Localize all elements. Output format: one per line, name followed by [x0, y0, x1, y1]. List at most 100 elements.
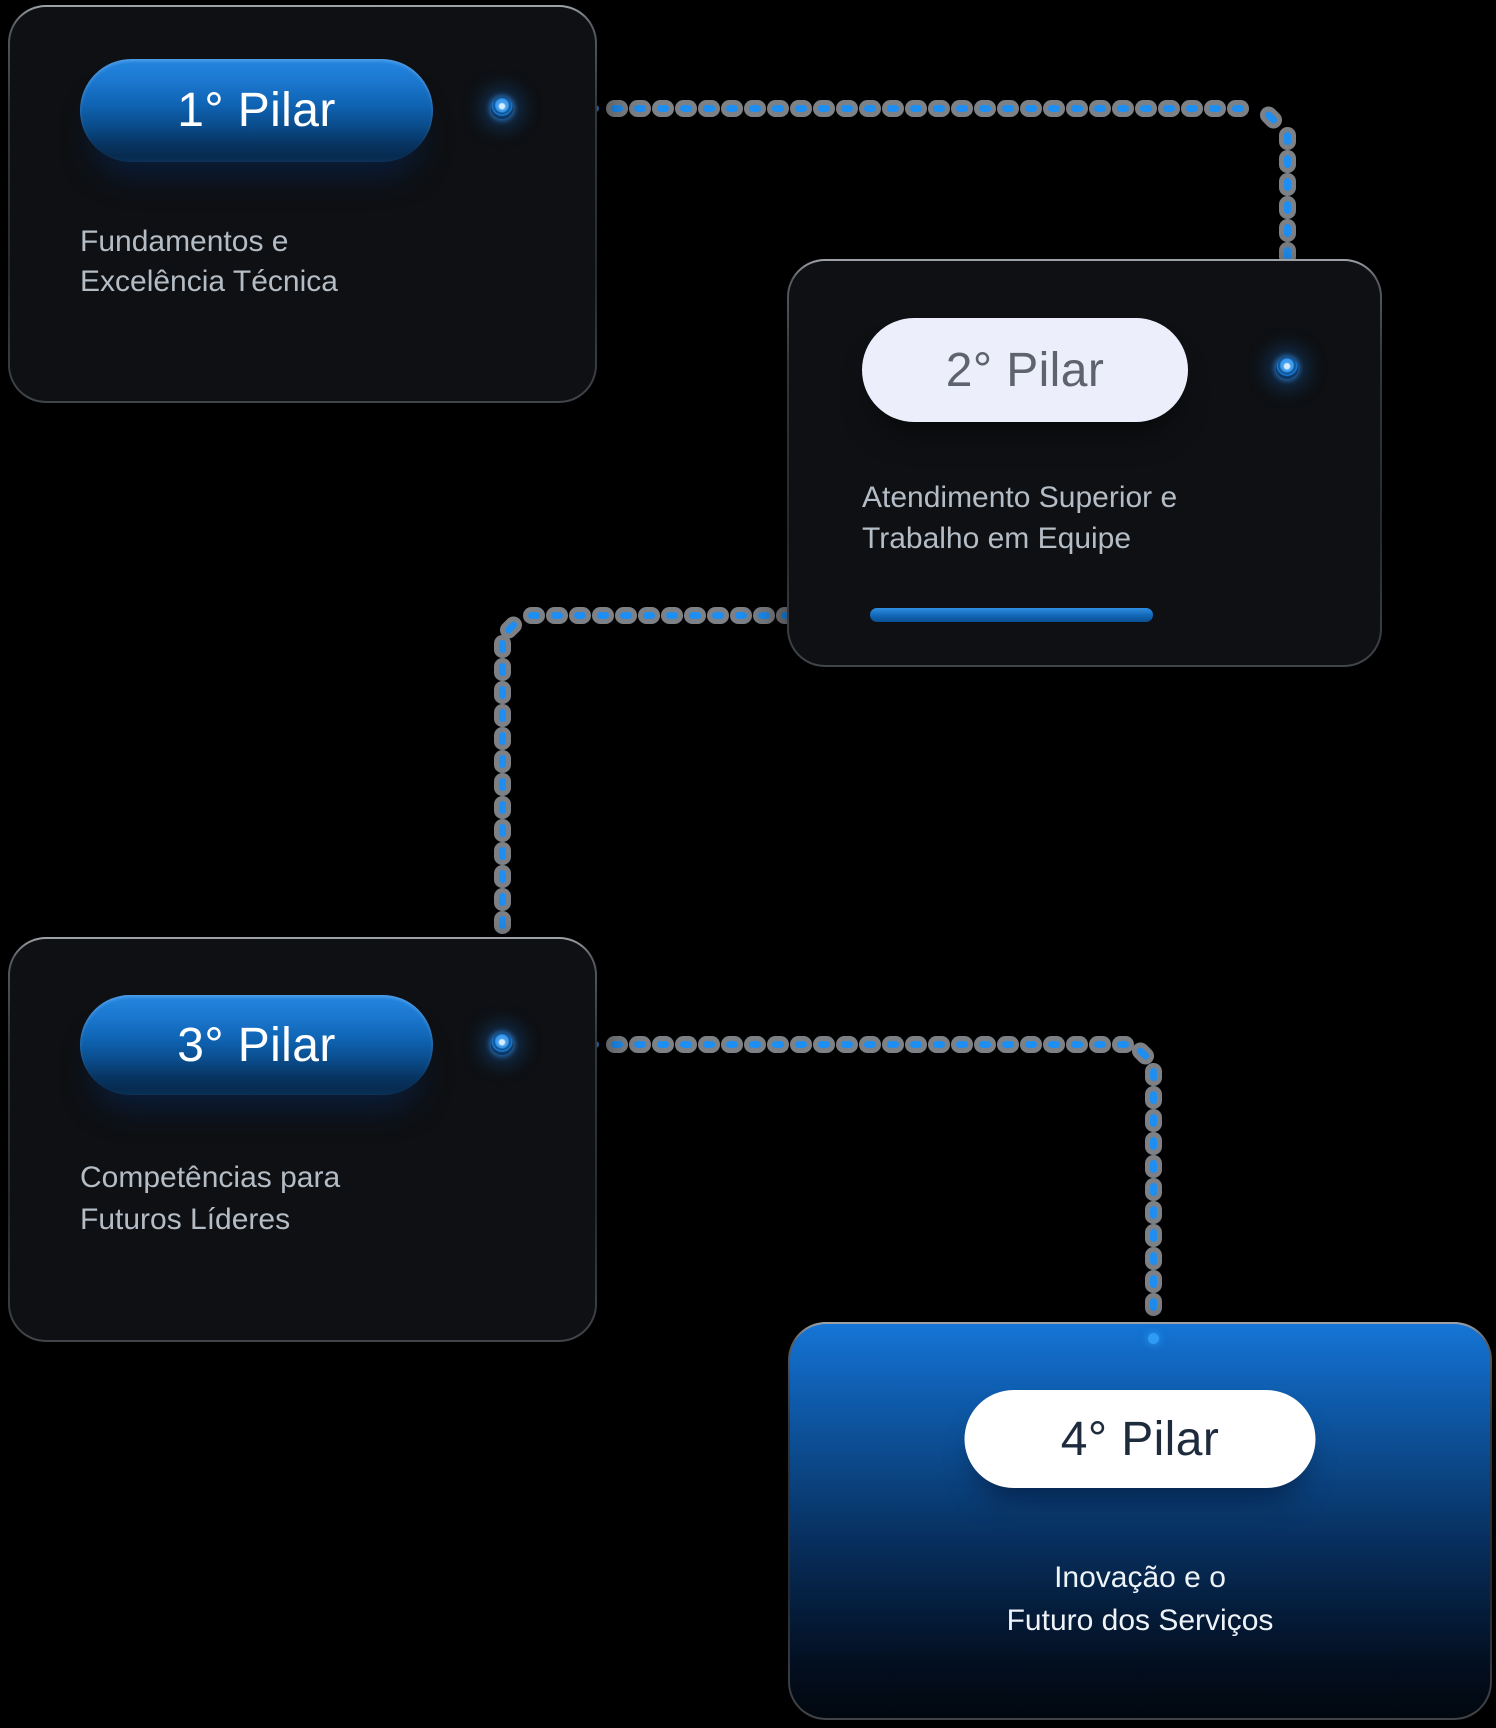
- connector-dash: [979, 1040, 991, 1048]
- connector-dash: [1149, 1137, 1157, 1150]
- connector-dash: [498, 870, 506, 883]
- connector-dash: [1209, 104, 1221, 112]
- connector-dash: [703, 104, 715, 112]
- connector-dash: [1163, 104, 1175, 112]
- connector-dash: [887, 104, 899, 112]
- connector-dash: [1025, 1040, 1037, 1048]
- connector-dash: [1283, 132, 1291, 145]
- card-4-subtitle: Inovação e o Futuro dos Serviços: [790, 1556, 1490, 1642]
- connector-dash: [1002, 1040, 1014, 1048]
- connector-dash: [498, 801, 506, 814]
- card-1-subtitle-line-2: Excelência Técnica: [80, 265, 338, 298]
- card-pilar-4: 4° Pilar Inovação e o Futuro dos Serviço…: [788, 1322, 1492, 1720]
- connector-node-3: [491, 1033, 513, 1055]
- connector-dash: [503, 619, 519, 635]
- card-1-subtitle-line-1: Fundamentos e: [80, 225, 289, 258]
- connector-dash: [498, 755, 506, 768]
- pill-label-3: 3° Pilar: [177, 1018, 336, 1072]
- connector-dash: [528, 611, 540, 619]
- connector-dash: [1149, 1298, 1157, 1311]
- connector-dash: [680, 104, 692, 112]
- connector-dash: [498, 640, 506, 653]
- connector-dash: [749, 1040, 761, 1048]
- connector-dash: [1149, 1252, 1157, 1265]
- connector-node-2: [1276, 357, 1298, 379]
- connector-dash: [735, 611, 747, 619]
- card-2-subtitle-line-2: Trabalho em Equipe: [862, 522, 1132, 555]
- connector-dash: [1094, 104, 1106, 112]
- card-2-progress-bar: [870, 608, 1153, 622]
- connector-dash: [956, 1040, 968, 1048]
- connector-dash: [643, 611, 655, 619]
- connector-dash: [498, 893, 506, 906]
- connector-dash: [703, 1040, 715, 1048]
- connector-dash: [620, 611, 632, 619]
- connector-dash: [1071, 104, 1083, 112]
- connector-dash: [933, 1040, 945, 1048]
- card-pilar-2: 2° Pilar Atendimento Superior e Trabalho…: [787, 259, 1382, 667]
- connector-dash: [1283, 247, 1291, 260]
- connector-dash: [749, 104, 761, 112]
- connector-dash: [864, 104, 876, 112]
- connector-dash: [772, 104, 784, 112]
- connector-dash: [726, 104, 738, 112]
- connector-dash: [1283, 178, 1291, 191]
- pill-button-2[interactable]: 2° Pilar: [862, 318, 1188, 422]
- connector-dash: [1071, 1040, 1083, 1048]
- connector-dash: [498, 824, 506, 837]
- connector-dash: [689, 611, 701, 619]
- connector-dash: [910, 104, 922, 112]
- connector-dash: [1002, 104, 1014, 112]
- card-3-subtitle-line-1: Competências para: [80, 1161, 341, 1194]
- connector-dash: [1149, 1206, 1157, 1219]
- connector-dash: [597, 611, 609, 619]
- pill-button-3[interactable]: 3° Pilar: [80, 995, 433, 1095]
- connector-dash: [841, 104, 853, 112]
- card-pilar-3-body: 3° Pilar Competências para Futuros Líder…: [10, 939, 595, 1340]
- connector-dash: [933, 104, 945, 112]
- connector-dash: [910, 1040, 922, 1048]
- connector-dash: [1149, 1229, 1157, 1242]
- connector-dash: [841, 1040, 853, 1048]
- connector-dash: [712, 611, 724, 619]
- connector-dash: [1149, 1091, 1157, 1104]
- card-1-subtitle: Fundamentos e Excelência Técnica: [80, 222, 338, 302]
- connector-dash: [611, 1040, 623, 1048]
- connector-dash: [498, 709, 506, 722]
- card-3-subtitle-line-2: Futuros Líderes: [80, 1203, 291, 1236]
- connector-dash: [574, 611, 586, 619]
- connector-dash: [680, 1040, 692, 1048]
- card-pilar-2-body: 2° Pilar Atendimento Superior e Trabalho…: [789, 261, 1380, 665]
- connector-dash: [1094, 1040, 1106, 1048]
- card-3-subtitle: Competências para Futuros Líderes: [80, 1157, 340, 1241]
- connector-dash: [498, 916, 506, 929]
- connector-dash: [1149, 1160, 1157, 1173]
- connector-dash: [611, 104, 623, 112]
- pill-button-1[interactable]: 1° Pilar: [80, 59, 433, 162]
- connector-dash: [1149, 1275, 1157, 1288]
- connector-dash: [818, 1040, 830, 1048]
- pill-label-4: 4° Pilar: [1060, 1412, 1220, 1466]
- connector-dash: [657, 1040, 669, 1048]
- card-pilar-3: 3° Pilar Competências para Futuros Líder…: [8, 937, 597, 1342]
- connector-dash: [795, 104, 807, 112]
- connector-dash: [818, 104, 830, 112]
- connector-dash: [1048, 1040, 1060, 1048]
- connector-dash: [1186, 104, 1198, 112]
- connector-dash: [1048, 104, 1060, 112]
- card-pilar-1: 1° Pilar Fundamentos e Excelência Técnic…: [8, 5, 597, 403]
- connector-dash: [1149, 1068, 1157, 1081]
- connector-dash: [758, 611, 770, 619]
- connector-dash: [795, 1040, 807, 1048]
- connector-dash: [772, 1040, 784, 1048]
- card-pilar-1-body: 1° Pilar Fundamentos e Excelência Técnic…: [10, 7, 595, 401]
- pill-label-2: 2° Pilar: [945, 343, 1105, 397]
- connector-dash: [1140, 104, 1152, 112]
- connector-node-4: [1148, 1333, 1159, 1344]
- pill-button-4[interactable]: 4° Pilar: [964, 1390, 1316, 1488]
- connector-dash: [666, 611, 678, 619]
- connector-dash: [1149, 1114, 1157, 1127]
- connector-dash: [551, 611, 563, 619]
- card-2-subtitle-line-1: Atendimento Superior e: [862, 481, 1178, 514]
